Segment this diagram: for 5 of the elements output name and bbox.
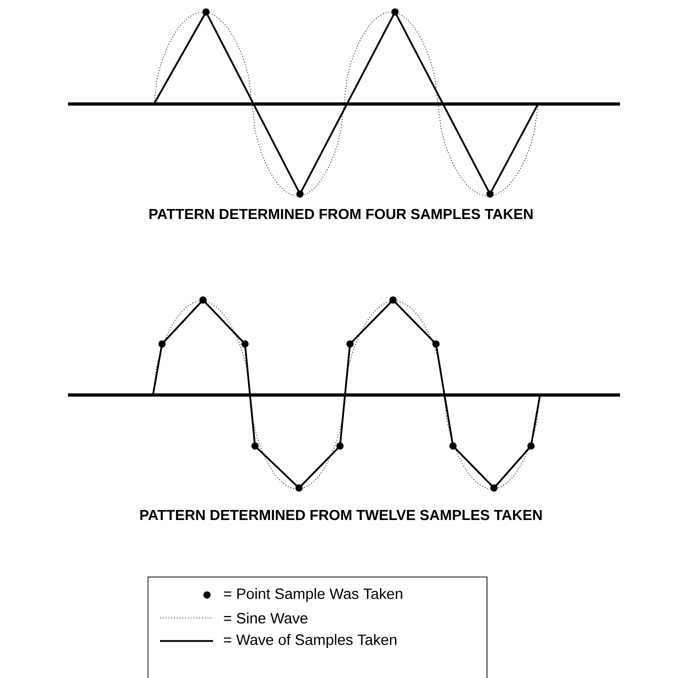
caption: PATTERN DETERMINED FROM TWELVE SAMPLES TAKEN [140, 510, 542, 520]
legend-text: = Sine Wave [224, 612, 308, 624]
caption: PATTERN DETERMINED FROM FOUR SAMPLES TAKEN [149, 208, 533, 220]
legend-text: = Wave of Samples Taken [224, 634, 396, 648]
legend-text: = Point Sample Was Taken [224, 588, 402, 602]
